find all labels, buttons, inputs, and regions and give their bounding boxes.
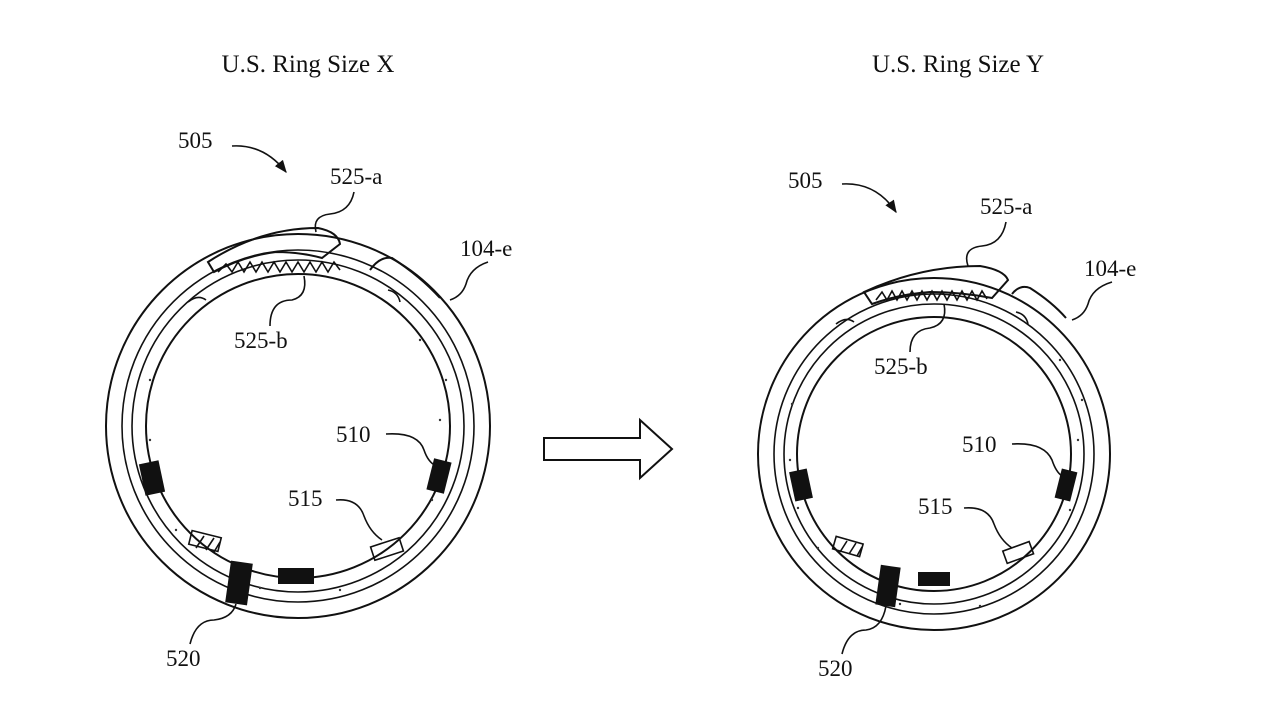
ring-left-leader-505	[231, 145, 287, 174]
ring-left-latch-upper	[206, 226, 342, 274]
ring-right-label-505: 505	[788, 168, 823, 193]
ring-left-label-525a: 525-a	[330, 164, 382, 189]
ring-right-label-520: 520	[818, 656, 853, 681]
ring-right-speckles	[788, 358, 1084, 608]
ring-left-label-510: 510	[336, 422, 371, 447]
ring-left-window-left-hatch	[195, 535, 221, 553]
ring-left-leader-525a	[314, 191, 355, 233]
ring-right-label-525a: 525-a	[980, 194, 1032, 219]
hollow-right-arrow-icon	[543, 417, 674, 481]
ring-right-label-510: 510	[962, 432, 997, 457]
ring-right: U.S. Ring Size Y	[757, 51, 1111, 631]
ring-left-label-515: 515	[288, 486, 323, 511]
ring-left-slot-end-left	[187, 296, 207, 303]
ring-right-slot-end-right	[1015, 311, 1029, 325]
ring-right-leader-104e	[1071, 281, 1113, 321]
ring-left-label-104e: 104-e	[460, 236, 512, 261]
ring-right-block-left	[789, 468, 813, 502]
ring-right-inner-edge	[796, 316, 1072, 592]
ring-left-speckles	[148, 338, 448, 592]
ring-right-leader-515	[963, 507, 1013, 549]
ring-right-leader-520	[841, 605, 887, 655]
ring-right-latch-hook	[1011, 285, 1067, 319]
ring-right-outer-edge	[757, 277, 1111, 631]
ring-right-leader-510	[1011, 443, 1063, 477]
ring-right-leader-505	[841, 183, 897, 214]
ring-left-label-520: 520	[166, 646, 201, 671]
ring-right-block-mid	[918, 572, 950, 586]
ring-right-label-104e: 104-e	[1084, 256, 1136, 281]
ring-left-outer-edge	[105, 233, 491, 619]
ring-right-window-left	[831, 535, 865, 558]
ring-left-outer-band	[121, 249, 475, 603]
ring-left-title: U.S. Ring Size X	[222, 51, 395, 78]
ring-right-outer-band	[773, 293, 1095, 615]
ring-left-block-510	[426, 458, 452, 494]
ring-right-label-525b: 525-b	[874, 354, 928, 379]
ring-right-block-520	[875, 564, 901, 608]
ring-left-window-left	[187, 529, 223, 553]
ring-right-leader-525a	[965, 221, 1007, 267]
ring-left-channel-outer	[131, 259, 465, 593]
ring-left-label-505: 505	[178, 128, 213, 153]
ring-right-latch-teeth	[875, 289, 988, 302]
ring-left-latch-teeth	[217, 260, 341, 274]
ring-left-window-515	[369, 536, 405, 562]
ring-right-channel-outer	[783, 303, 1085, 605]
ring-left-block-left	[138, 460, 166, 496]
ring-left-block-mid	[278, 568, 314, 584]
ring-right-latch-upper	[862, 264, 1010, 306]
ring-right-leader-525b	[909, 303, 946, 353]
ring-right-label-515: 515	[918, 494, 953, 519]
ring-left: U.S. Ring Size X	[105, 51, 491, 619]
ring-right-block-510	[1054, 468, 1078, 502]
ring-right-window-515	[1001, 540, 1035, 565]
ring-left-slot-end-right	[387, 289, 401, 303]
ring-left-leader-515	[335, 499, 383, 541]
ring-left-leader-104e	[449, 261, 489, 301]
ring-right-slot-end-left	[835, 318, 855, 325]
ring-right-title: U.S. Ring Size Y	[872, 51, 1044, 78]
ring-left-leader-525b	[269, 275, 306, 327]
ring-right-window-left-hatch	[839, 540, 863, 557]
ring-left-label-525b: 525-b	[234, 328, 288, 353]
ring-left-leader-520	[189, 603, 237, 645]
ring-left-leader-510	[385, 433, 437, 467]
ring-left-latch-hook	[369, 256, 441, 299]
ring-left-block-520	[225, 560, 253, 606]
